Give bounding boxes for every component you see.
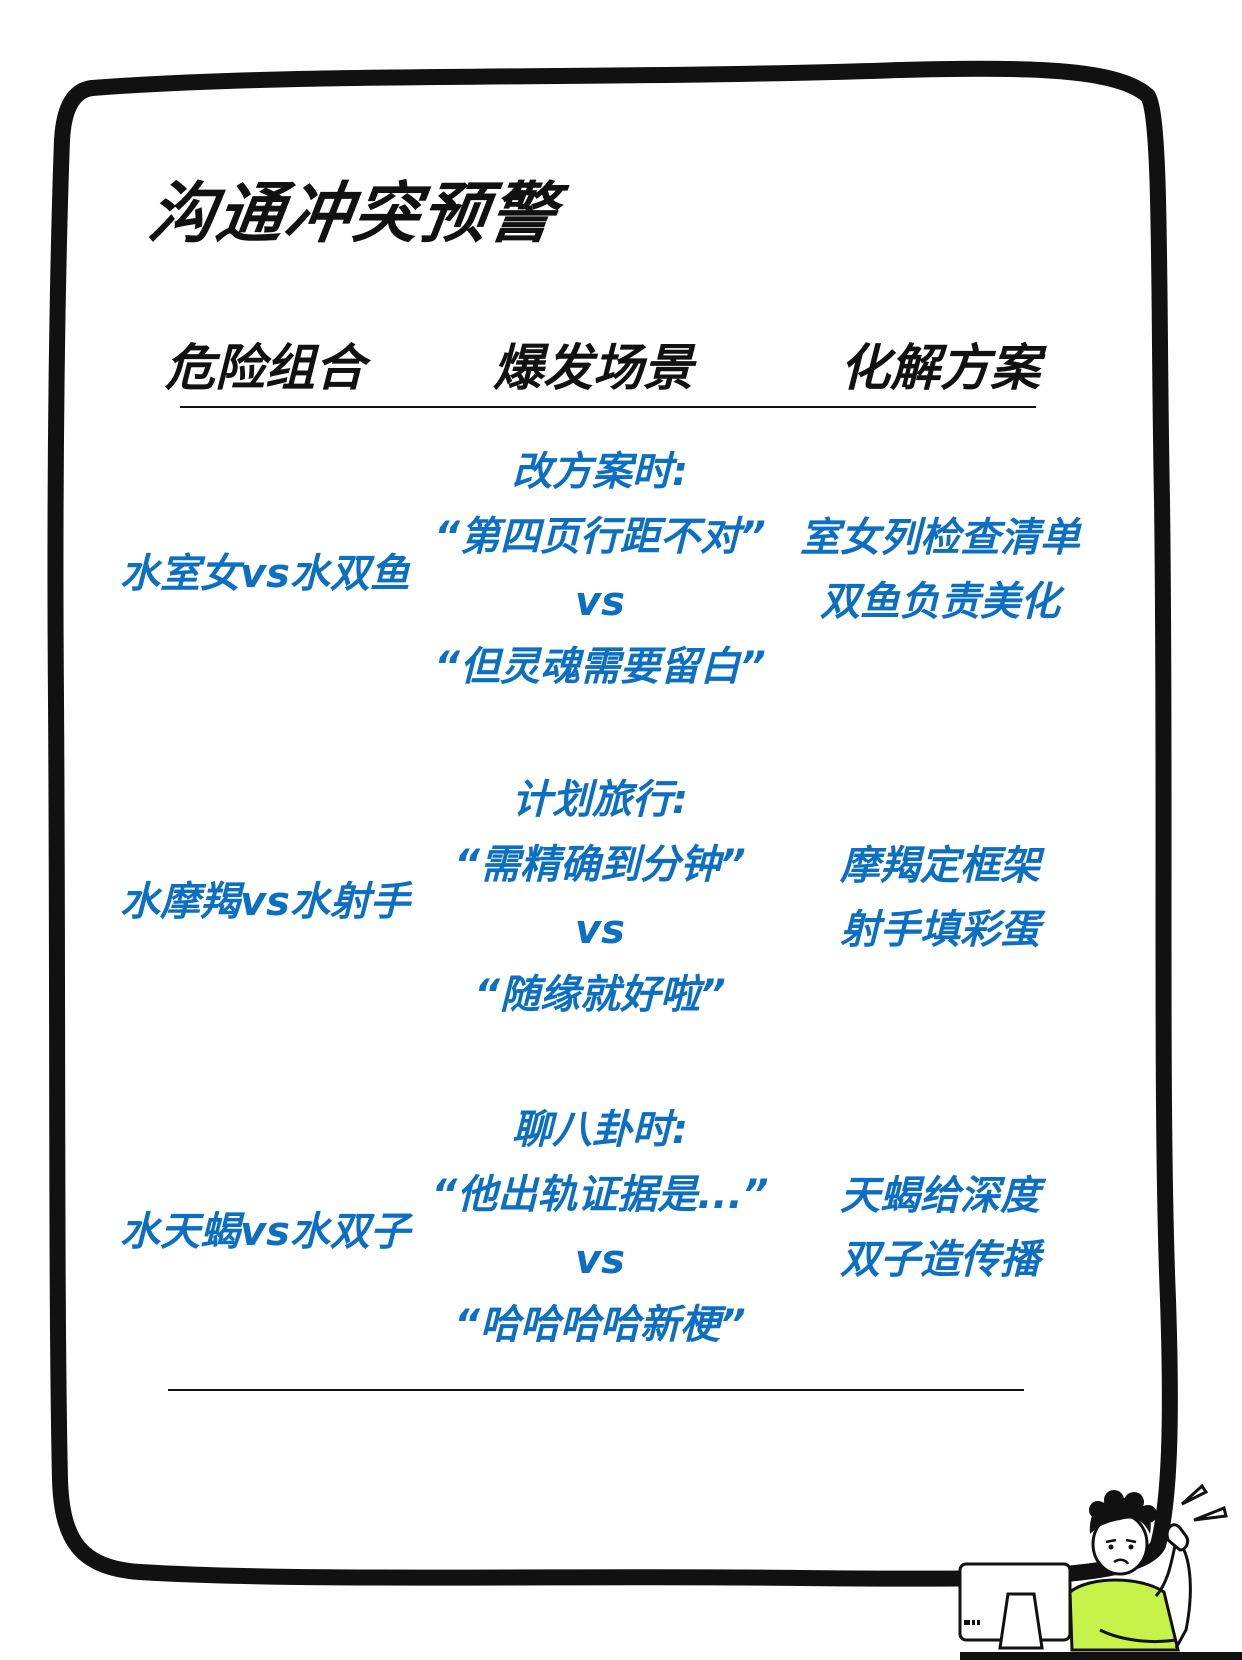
- scene-line: vs: [575, 907, 625, 953]
- scene-line: vs: [575, 579, 625, 625]
- header-solution: 化解方案: [840, 339, 1040, 397]
- solution-cell: 天蝎给深度 双子造传播: [840, 1164, 1040, 1292]
- scene-line: 聊八卦时:: [511, 1107, 688, 1153]
- scene-line: “他出轨证据是...”: [431, 1172, 769, 1218]
- solution-line: 射手填彩蛋: [840, 907, 1040, 953]
- combo-cell: 水摩羯vs水射手: [120, 879, 410, 925]
- header-trigger-scene: 爆发场景: [493, 339, 693, 397]
- solution-line: 双子造传播: [840, 1237, 1040, 1283]
- scene-line: vs: [575, 1237, 625, 1283]
- solution-line: 天蝎给深度: [840, 1173, 1040, 1219]
- solution-cell: 摩羯定框架 射手填彩蛋: [840, 834, 1040, 962]
- solution-line: 摩羯定框架: [840, 843, 1040, 889]
- scene-line: “需精确到分钟”: [454, 842, 746, 888]
- header-danger-combo: 危险组合: [165, 339, 365, 397]
- scene-line: 计划旅行:: [512, 777, 688, 823]
- combo-cell: 水室女vs水双鱼: [120, 551, 410, 597]
- scene-line: “但灵魂需要留白”: [434, 644, 766, 690]
- scene-cell: 聊八卦时: “他出轨证据是...” vs “哈哈哈哈新梗”: [431, 1098, 768, 1358]
- scene-cell: 改方案时: “第四页行距不对” vs “但灵魂需要留白”: [434, 440, 766, 700]
- solution-line: 室女列检查清单: [800, 515, 1080, 561]
- page-title: 沟通冲突预警: [143, 175, 563, 252]
- header-divider: [180, 406, 1036, 408]
- scene-line: “随缘就好啦”: [474, 972, 726, 1018]
- scene-line: “哈哈哈哈新梗”: [454, 1302, 746, 1348]
- combo-cell: 水天蝎vs水双子: [120, 1209, 410, 1255]
- table-bottom-divider: [168, 1389, 1024, 1391]
- scene-cell: 计划旅行: “需精确到分钟” vs “随缘就好啦”: [454, 768, 746, 1028]
- scene-line: “第四页行距不对”: [434, 514, 766, 560]
- scene-line: 改方案时:: [512, 449, 688, 495]
- solution-cell: 室女列检查清单 双鱼负责美化: [800, 506, 1080, 634]
- person-at-computer-illustration: [958, 1483, 1242, 1660]
- solution-line: 双鱼负责美化: [820, 579, 1060, 625]
